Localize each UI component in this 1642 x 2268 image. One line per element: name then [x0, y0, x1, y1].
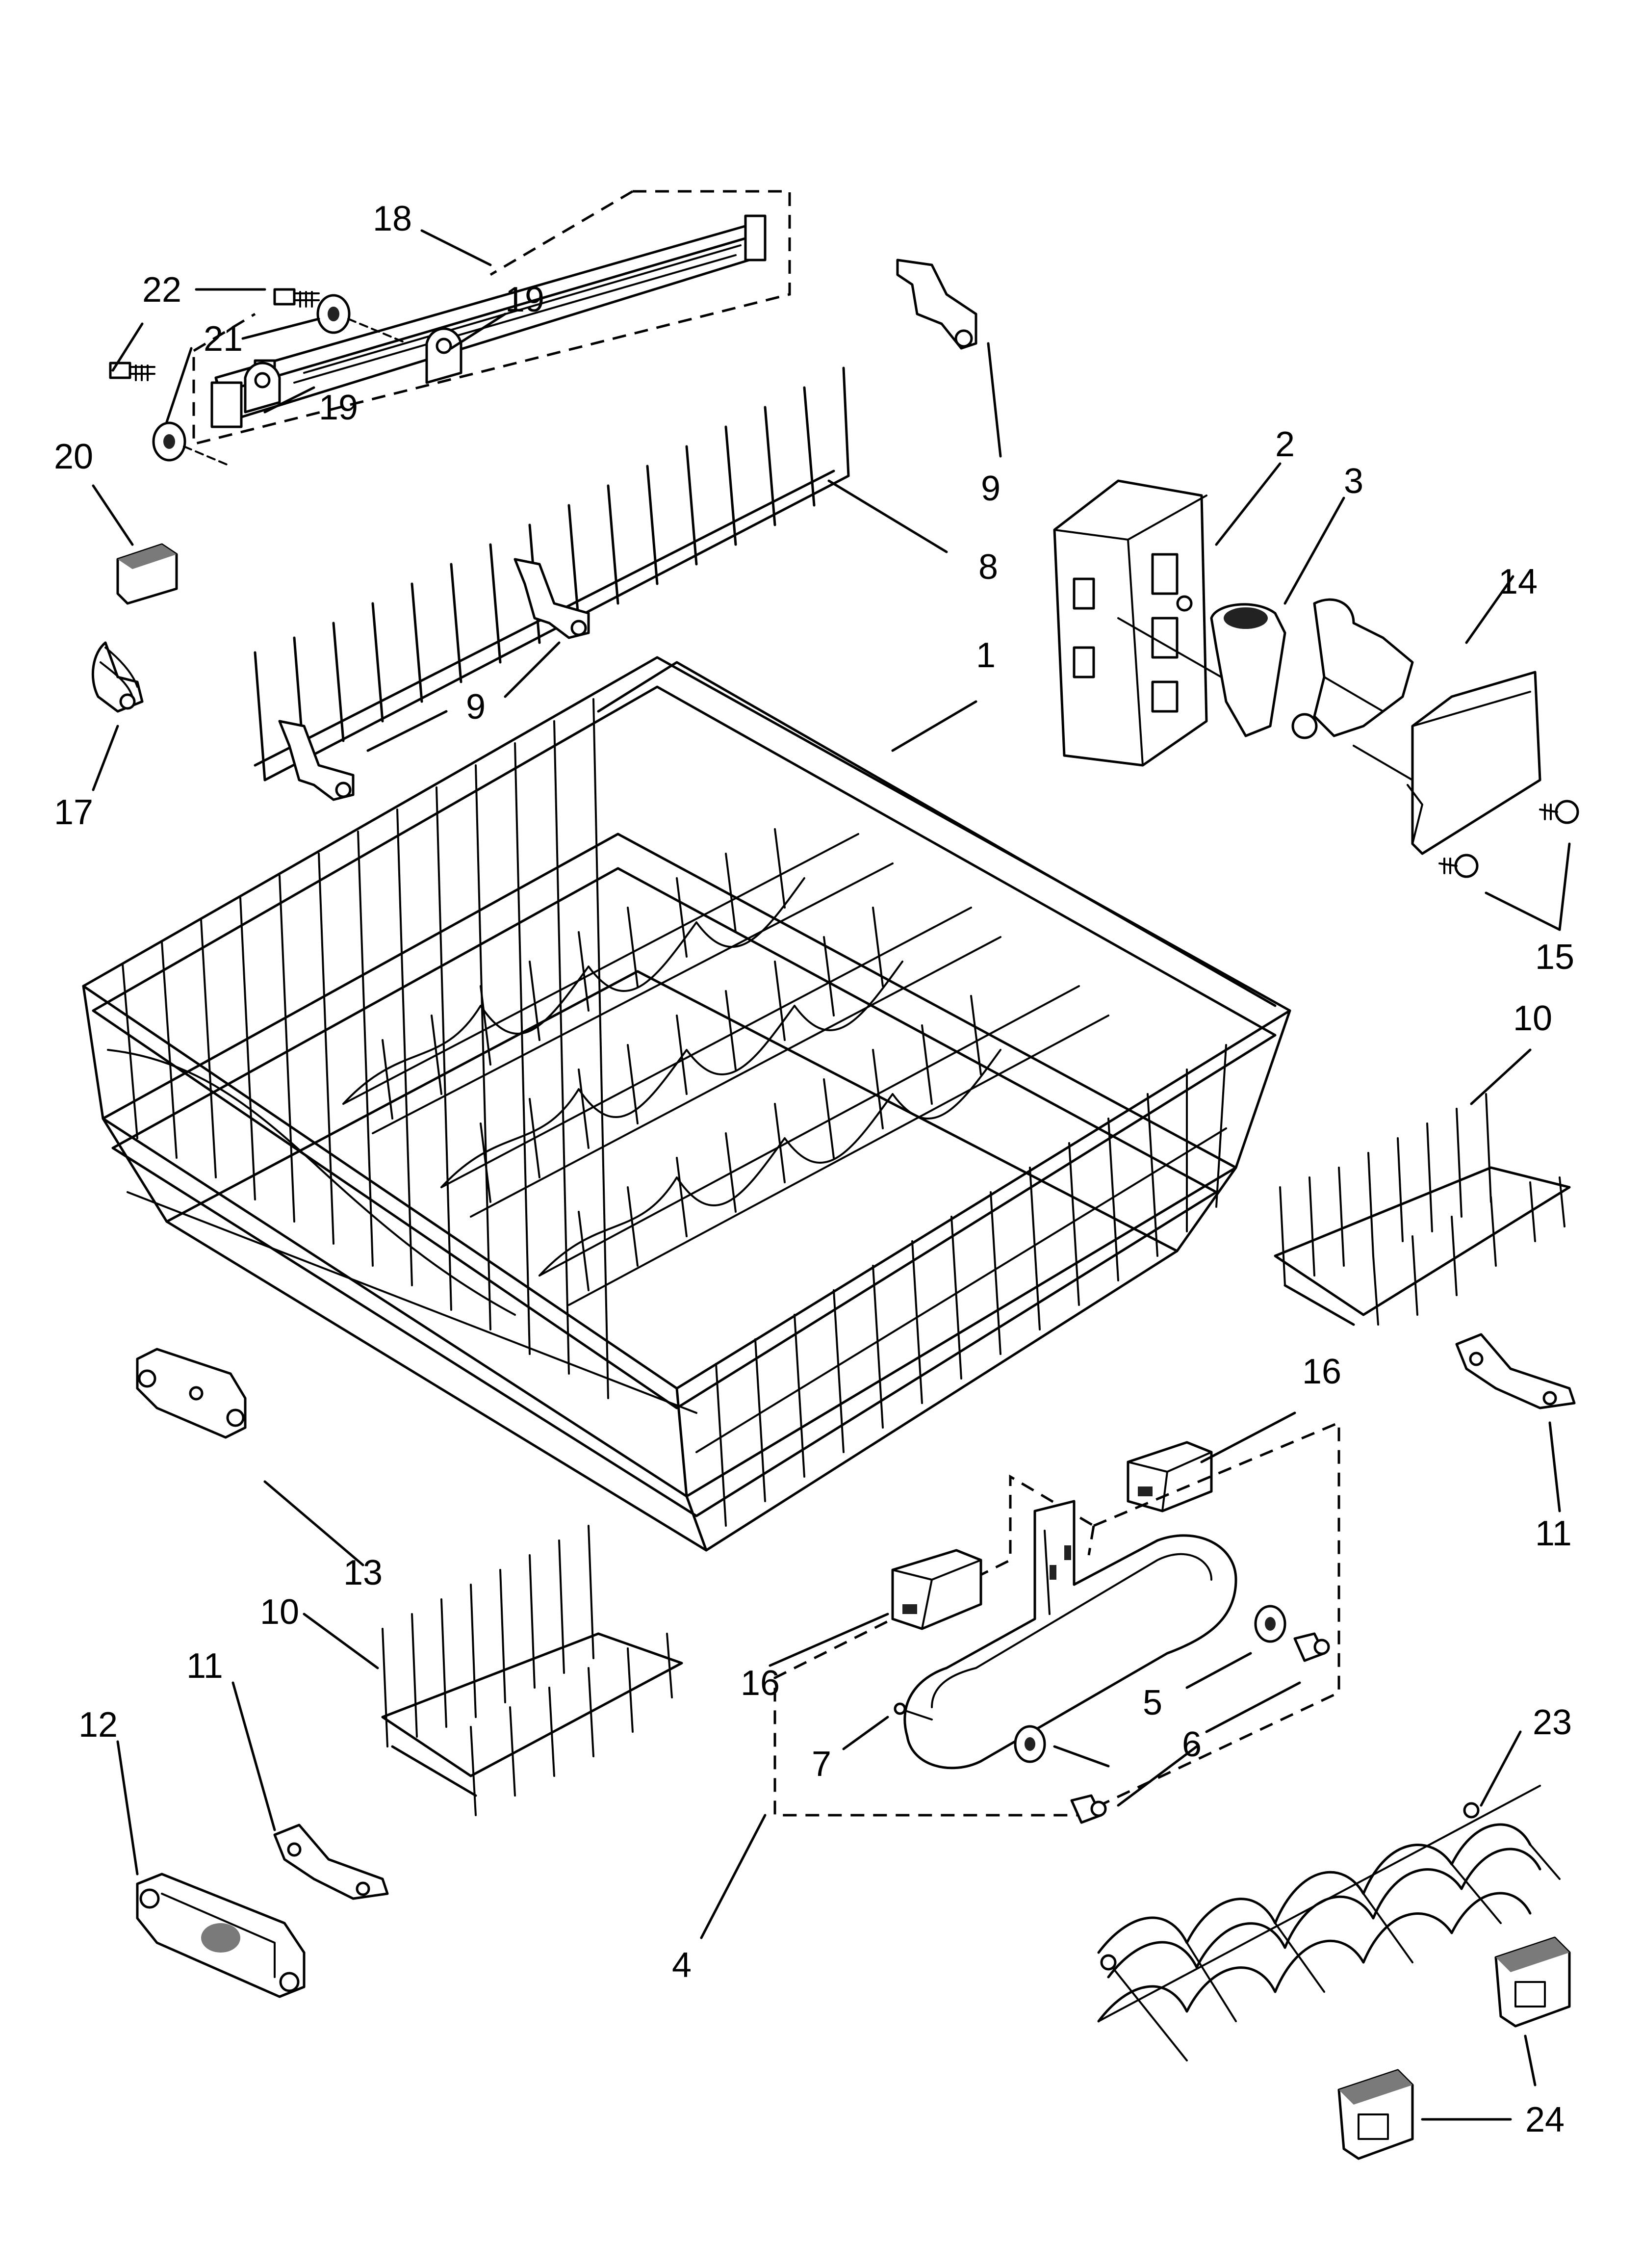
- part-15-screw: [1438, 800, 1579, 878]
- part-11-clip-right: [1455, 1333, 1576, 1409]
- part-4-handle-assembly: [773, 1421, 1340, 1817]
- callout-12: 12: [78, 1705, 118, 1745]
- part-13-clip: [136, 1348, 247, 1439]
- callout-9: 9: [981, 469, 1001, 508]
- callout-4: 4: [672, 1946, 692, 1985]
- callout-14: 14: [1498, 562, 1538, 601]
- callout-3: 3: [1344, 462, 1363, 501]
- part-18-rack-track: [192, 190, 791, 446]
- callout-24: 24: [1525, 2100, 1565, 2139]
- callout-11: 11: [186, 1646, 223, 1686]
- callout-5: 5: [1143, 1683, 1162, 1722]
- part-16-clip-lower: [891, 1549, 982, 1630]
- part-3-adjuster-lever: [1210, 598, 1414, 739]
- part-20-end-cap: [116, 543, 178, 605]
- callout-11: 11: [1535, 1514, 1572, 1553]
- callout-6: 6: [1182, 1725, 1202, 1764]
- callout-8: 8: [978, 547, 998, 587]
- part-12-hinge-bracket: [136, 1873, 306, 1998]
- part-22-screw: [109, 288, 320, 381]
- leader-lines: [92, 229, 1571, 2121]
- part-24-clip: [1337, 1936, 1571, 2160]
- callout-22: 22: [142, 270, 181, 310]
- part-6-bushing: [1070, 1632, 1330, 1824]
- callout-23: 23: [1533, 1703, 1572, 1742]
- callout-1: 1: [976, 636, 996, 675]
- callout-9: 9: [466, 687, 486, 727]
- part-10-tine-basket-left: [381, 1525, 683, 1816]
- callout-21: 21: [204, 319, 243, 359]
- part-17-clip: [91, 641, 144, 713]
- part-7-pin: [894, 1702, 933, 1721]
- part-16-clip-upper: [1127, 1441, 1213, 1512]
- callout-16: 16: [1302, 1352, 1341, 1391]
- part-2-adjuster-housing: [1053, 479, 1222, 767]
- callout-16: 16: [741, 1664, 780, 1703]
- part-1-dishrack: [82, 656, 1291, 1552]
- part-14-cover: [1353, 671, 1541, 855]
- callout-19: 19: [319, 388, 358, 427]
- part-5-washer: [1014, 1605, 1286, 1763]
- callout-2: 2: [1275, 425, 1295, 464]
- callout-20: 20: [54, 437, 93, 476]
- part-10-tine-basket-right: [1274, 1093, 1571, 1326]
- part-21-washer: [152, 294, 408, 467]
- part-11-clip-left: [273, 1824, 389, 1900]
- callout-19: 19: [505, 280, 544, 319]
- callout-15: 15: [1535, 938, 1574, 977]
- callout-7: 7: [812, 1745, 831, 1784]
- callout-13: 13: [343, 1553, 383, 1592]
- callout-17: 17: [54, 793, 93, 832]
- callout-10: 10: [1513, 999, 1552, 1038]
- part-23-wire-shelf: [1097, 1785, 1561, 2061]
- callout-18: 18: [373, 199, 412, 238]
- callout-10: 10: [260, 1592, 299, 1632]
- part-9-tine-clip: [278, 259, 977, 801]
- callout-labels: 18 22 19 21 19 20 9 2 3 8 14 1 9 17 15 1…: [54, 199, 1574, 2139]
